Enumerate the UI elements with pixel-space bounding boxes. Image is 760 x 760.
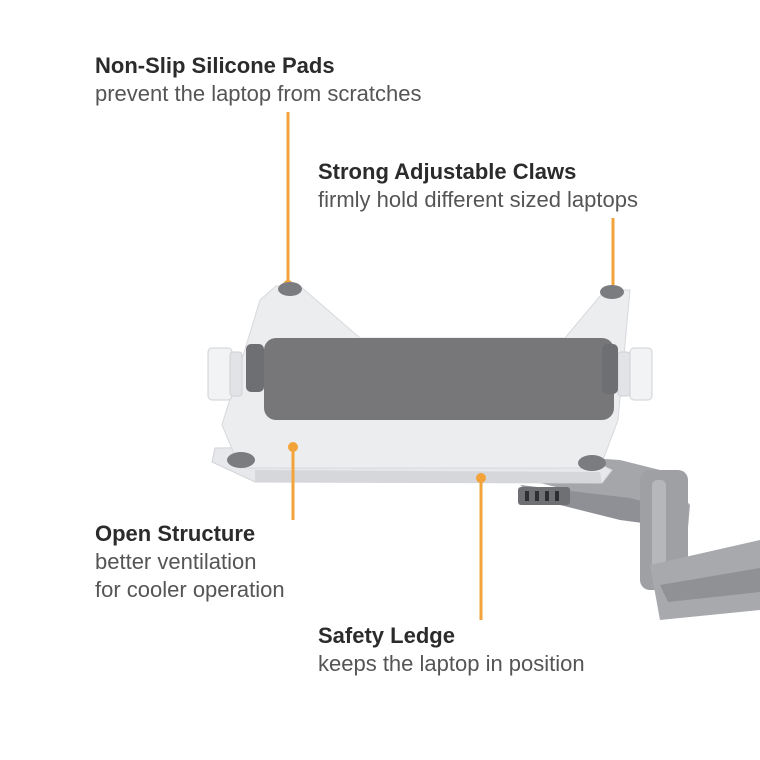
callout-title: Open Structure xyxy=(95,521,256,546)
callout-title: Strong Adjustable Claws xyxy=(318,159,577,184)
callout-adjustable-claws: Strong Adjustable Claws firmly hold diff… xyxy=(318,158,638,214)
callout-description: for cooler operation xyxy=(95,577,285,602)
callout-title: Safety Ledge xyxy=(318,623,455,648)
callout-title: Non-Slip Silicone Pads xyxy=(95,53,335,78)
callout-description: better ventilation xyxy=(95,549,257,574)
structure-leader-dot xyxy=(288,442,298,452)
callout-safety-ledge: Safety Ledge keeps the laptop in positio… xyxy=(318,622,585,678)
callout-description: keeps the laptop in position xyxy=(318,651,585,676)
left-claw xyxy=(207,344,264,401)
monitor-arm xyxy=(470,450,760,620)
callout-silicone-pads: Non-Slip Silicone Pads prevent the lapto… xyxy=(95,52,422,108)
callout-description: prevent the laptop from scratches xyxy=(95,81,422,106)
callout-description: firmly hold different sized laptops xyxy=(318,187,638,212)
callout-open-structure: Open Structure better ventilation for co… xyxy=(95,520,285,604)
right-claw xyxy=(602,344,653,401)
tray xyxy=(211,282,631,484)
ledge-leader-dot xyxy=(476,473,486,483)
